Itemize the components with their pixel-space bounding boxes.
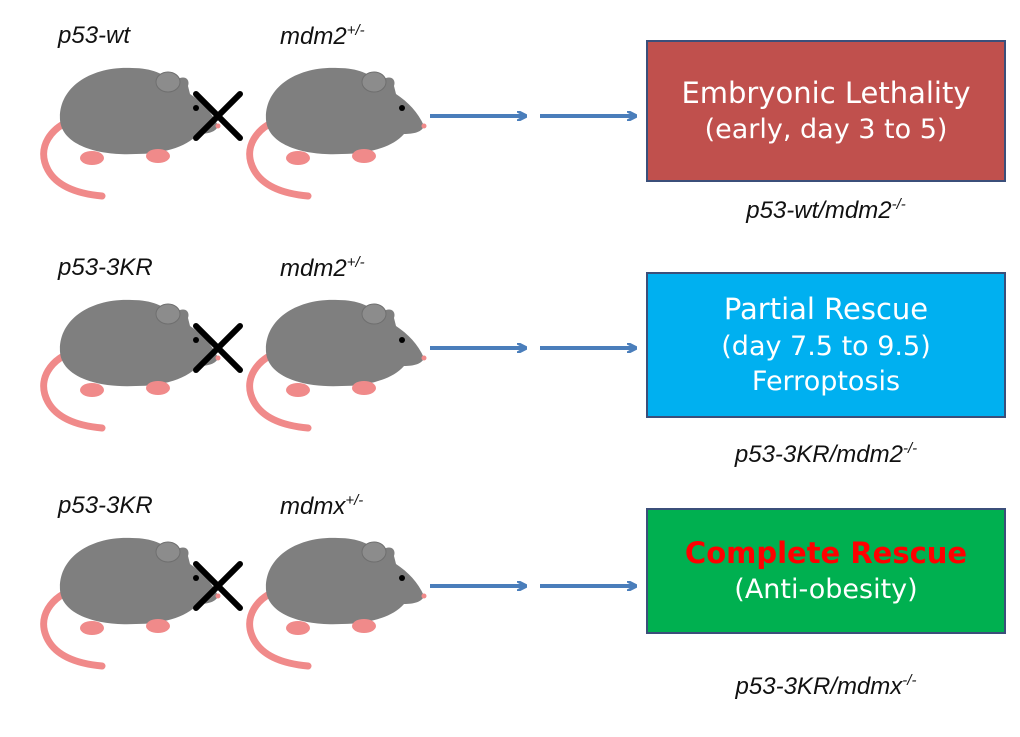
outcome-title: Complete Rescue [684, 536, 968, 571]
parent-b-label: mdmx+/- [280, 492, 364, 520]
cross-row-3: p53-3KR mdmx+/- [0, 470, 1020, 710]
outcome-title: Embryonic Lethality [681, 76, 971, 111]
outcome-title: Partial Rescue [723, 292, 929, 327]
arrow-icon [430, 104, 536, 128]
outcome-box-3: Complete Rescue(Anti-obesity) [646, 508, 1006, 634]
arrow-icon [540, 104, 646, 128]
arrow-icon [430, 336, 536, 360]
offspring-genotype: p53-3KR/mdm2-/- [734, 440, 918, 468]
arrow-icon [430, 574, 536, 598]
mouse-icon [246, 518, 446, 678]
parent-a-label: p53-3KR [58, 492, 153, 519]
outcome-box-2: Partial Rescue(day 7.5 to 9.5) Ferroptosi… [646, 272, 1006, 418]
outcome-extra: Ferroptosis [751, 366, 901, 398]
cross-icon [193, 323, 243, 373]
cross-icon [193, 91, 243, 141]
mouse-icon [246, 48, 446, 208]
parent-a-label: p53-wt [58, 22, 131, 49]
mouse-icon [246, 280, 446, 440]
outcome-detail: (day 7.5 to 9.5) [721, 330, 931, 362]
outcome-detail: (early, day 3 to 5) [704, 114, 948, 146]
cross-row-1: p53-wt mdm2+/- [0, 0, 1020, 240]
arrow-icon [540, 336, 646, 360]
offspring-genotype: p53-wt/mdm2-/- [746, 196, 906, 224]
cross-icon [193, 561, 243, 611]
parent-a-label: p53-3KR [58, 254, 153, 281]
parent-b-label: mdm2+/- [280, 254, 365, 282]
offspring-genotype: p53-3KR/mdmx-/- [735, 672, 917, 700]
cross-row-2: p53-3KR mdm2+/- [0, 232, 1020, 472]
parent-b-label: mdm2+/- [280, 22, 365, 50]
arrow-icon [540, 574, 646, 598]
outcome-detail: (Anti-obesity) [734, 574, 918, 606]
outcome-box-1: Embryonic Lethality(early, day 3 to 5) [646, 40, 1006, 182]
